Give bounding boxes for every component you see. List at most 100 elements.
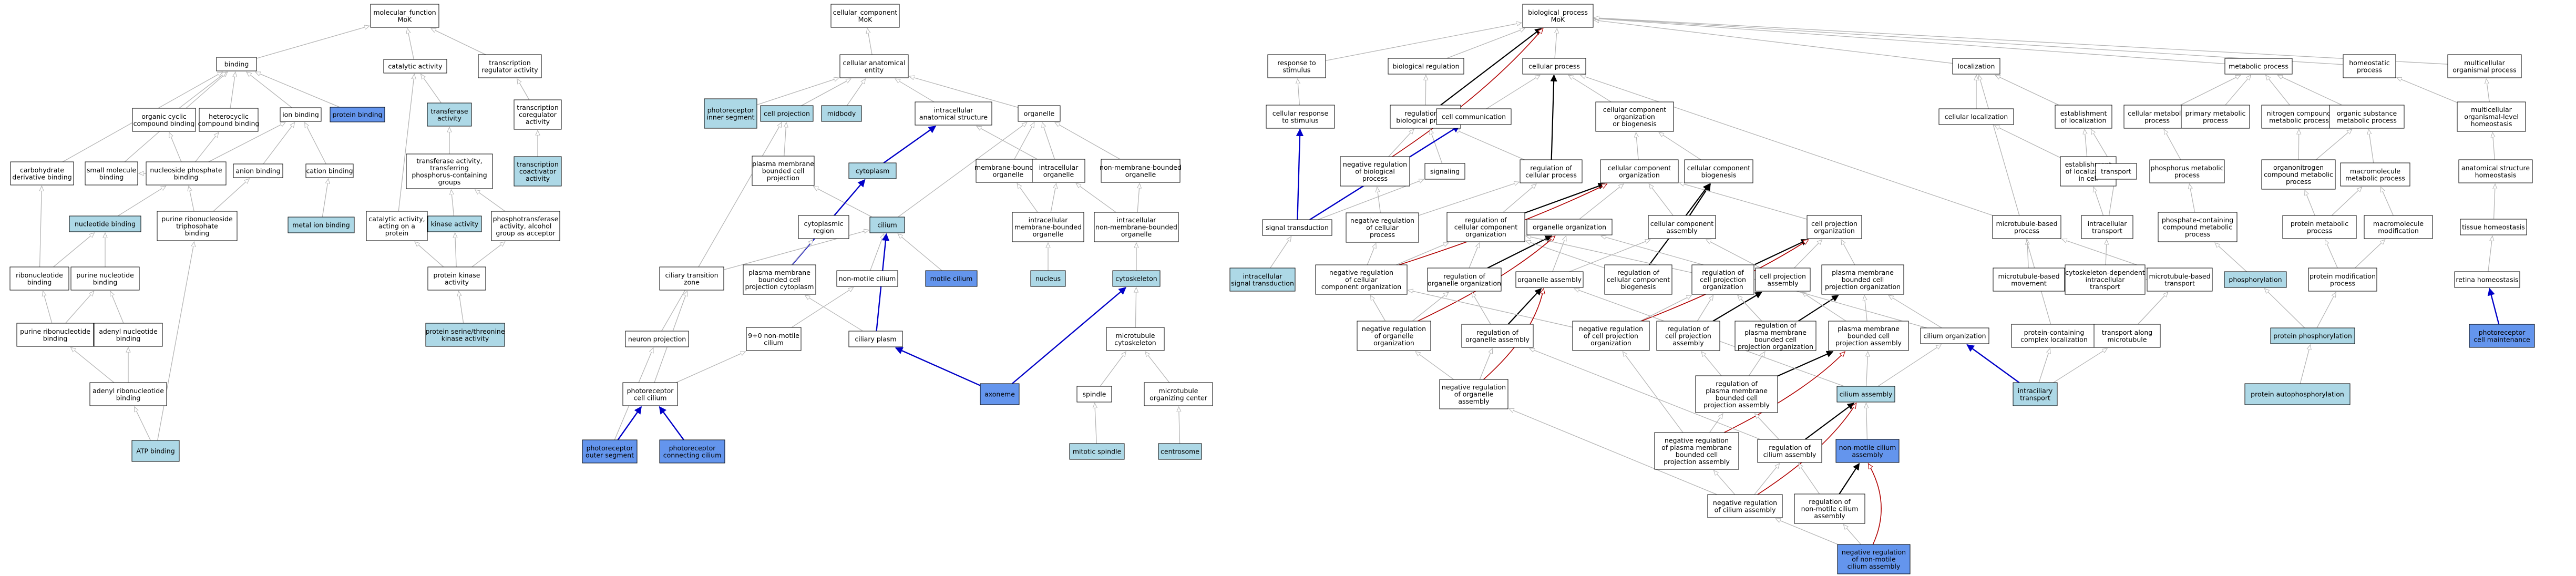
go-term-node-neuproj[interactable]: neuron projection xyxy=(625,331,689,347)
go-term-node-protautophos[interactable]: protein autophosphorylation xyxy=(2244,383,2351,405)
go-term-node-signaling[interactable]: signaling xyxy=(1424,163,1465,180)
go-term-node-retinahom[interactable]: retina homeostasis xyxy=(2454,271,2520,288)
go-term-node-mitsp[interactable]: mitotic spindle xyxy=(1069,443,1125,460)
go-term-node-orgasm[interactable]: organelle assembly xyxy=(1515,271,1584,288)
go-term-node-tishom[interactable]: tissue homeostasis xyxy=(2460,219,2527,235)
go-term-node-organelle[interactable]: organelle xyxy=(1018,105,1061,122)
go-term-node-cytoplasm[interactable]: cytoplasm xyxy=(848,162,897,179)
go-term-node-cilasm[interactable]: cilium assembly xyxy=(1836,386,1895,403)
go-term-node-atpb[interactable]: ATP binding xyxy=(131,440,180,462)
go-term-node-spindle[interactable]: spindle xyxy=(1076,386,1112,403)
go-term-node-cilorg[interactable]: cilium organization xyxy=(1920,327,1989,344)
go-term-node-cilium[interactable]: cilium xyxy=(869,217,905,233)
go-term-node-protphos[interactable]: protein phosphorylation xyxy=(2270,327,2355,344)
go-term-node-kinase[interactable]: kinase activity xyxy=(427,215,482,232)
go-term-node-nmcil[interactable]: non-motile cilium xyxy=(836,270,898,287)
go-term-node-metab[interactable]: metabolic process xyxy=(2224,58,2293,75)
go-term-node-sigtrans[interactable]: signal transduction xyxy=(1262,219,1332,236)
go-term-node-csdict[interactable]: cytoskeleton-dependentintracellulartrans… xyxy=(2065,264,2146,295)
go-term-node-anionb[interactable]: anion binding xyxy=(233,163,283,178)
go-term-node-ionb[interactable]: ion binding xyxy=(280,107,322,122)
go-term-node-cellproc[interactable]: cellular process xyxy=(1522,58,1586,75)
go-term-node-midbody[interactable]: midbody xyxy=(821,105,862,122)
go-term-node-cat[interactable]: catalytic activity xyxy=(383,59,447,74)
go-term-node-nucb[interactable]: nucleotide binding xyxy=(69,215,141,232)
go-term-node-orgorg[interactable]: organelle organization xyxy=(1526,219,1613,235)
go-term-node-nucleus[interactable]: nucleus xyxy=(1030,270,1066,287)
go-term-node-transport[interactable]: transport xyxy=(2095,163,2137,180)
go-term-node-cilplasm[interactable]: ciliary plasm xyxy=(848,331,903,347)
go-term-node-cellloc[interactable]: cellular localization xyxy=(1938,108,2014,125)
go-term-node-protb[interactable]: protein binding xyxy=(330,107,385,122)
go-term-node-motcil[interactable]: motile cilium xyxy=(925,270,978,287)
